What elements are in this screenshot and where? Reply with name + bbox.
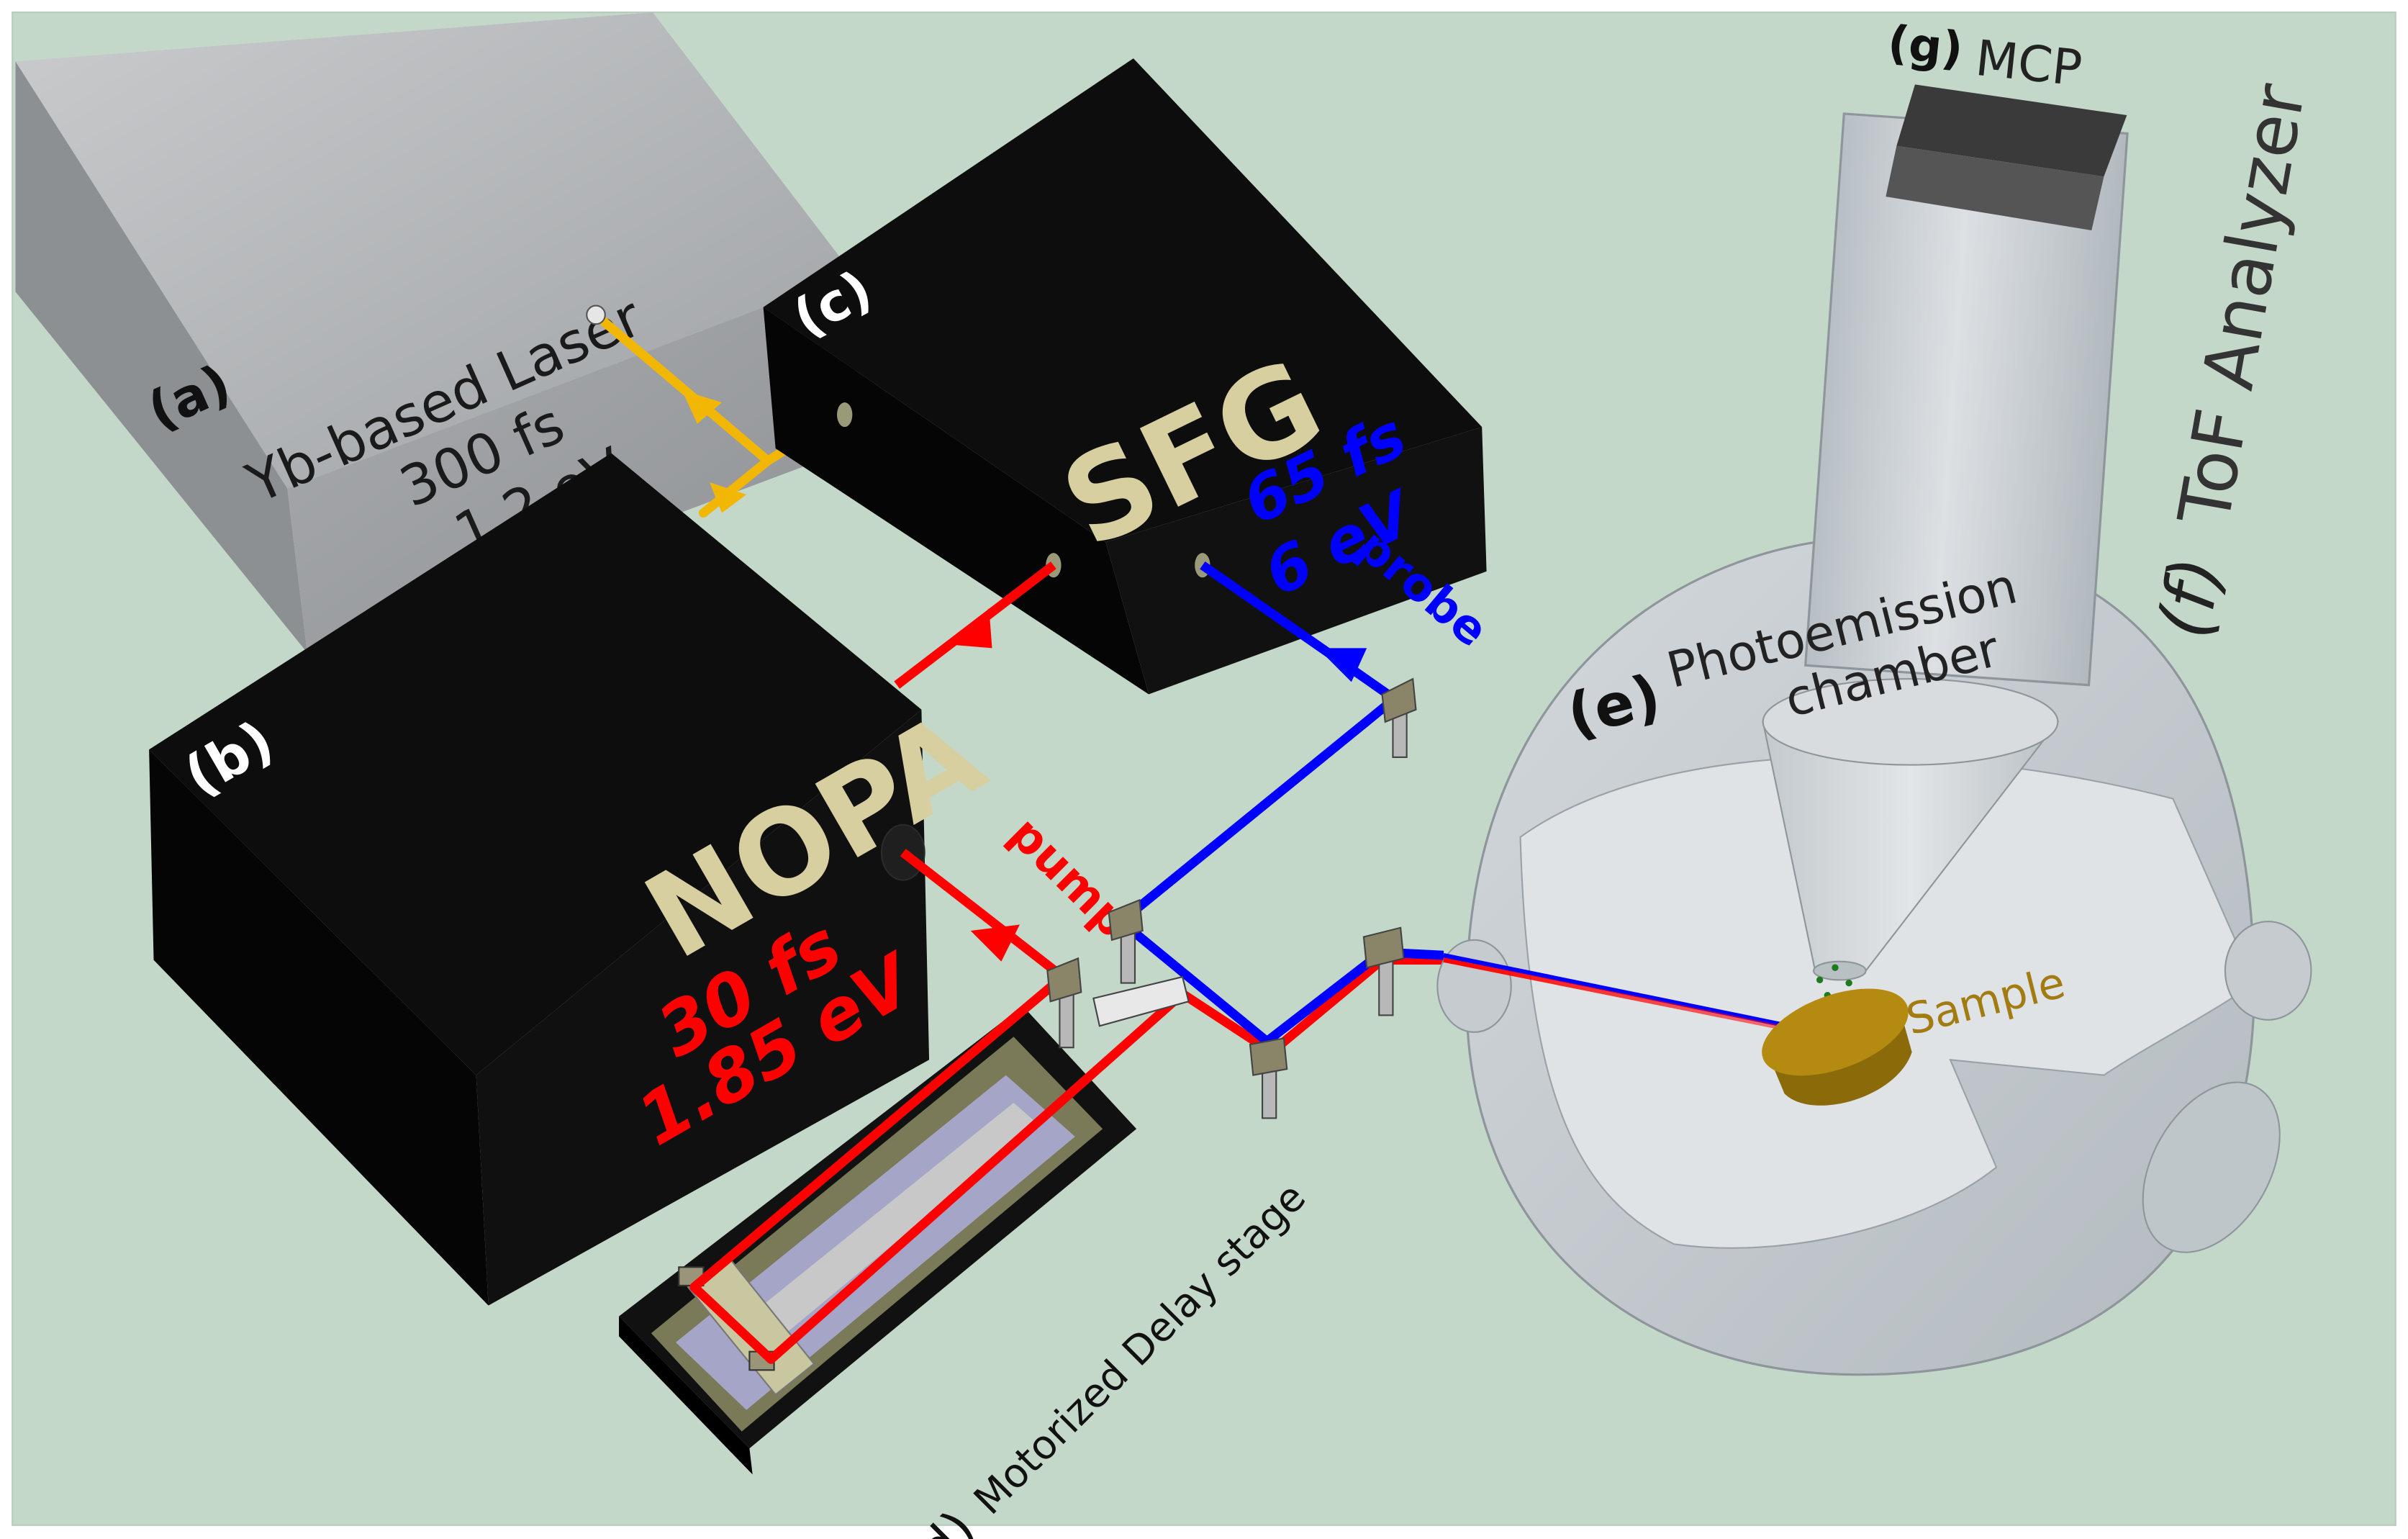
mirror-probe-corner xyxy=(1381,677,1417,758)
pump-arrow xyxy=(970,924,1020,962)
tof-analyzer xyxy=(1762,112,2129,981)
nopa-box xyxy=(149,453,930,1306)
mirror-pump-drop xyxy=(1046,957,1082,1049)
mcp-name: MCP xyxy=(1973,30,2084,98)
mirror-recombine xyxy=(1249,1037,1288,1119)
steering-mirrors xyxy=(1046,677,1417,1119)
laser-output-aperture xyxy=(586,304,606,325)
tof-tag: (f) xyxy=(2144,551,2239,644)
delay-stage xyxy=(619,1006,1137,1475)
mirror-probe-junction xyxy=(1108,898,1144,984)
sfg-box xyxy=(763,58,1487,695)
mirror-final xyxy=(1362,926,1405,1016)
mcp-detector xyxy=(1886,84,2127,231)
probe-arrow xyxy=(1317,648,1367,682)
nopa-to-sfg-beam xyxy=(894,561,1056,689)
laser-box xyxy=(15,12,861,653)
sample xyxy=(1762,988,1912,1106)
mirror-beam-splitter xyxy=(1092,975,1190,1027)
sfg-input-port xyxy=(837,402,853,428)
pump-beam xyxy=(689,849,1444,1364)
beams-to-sample xyxy=(1443,953,1790,1032)
mcp-tag: (g) xyxy=(1886,16,1965,76)
